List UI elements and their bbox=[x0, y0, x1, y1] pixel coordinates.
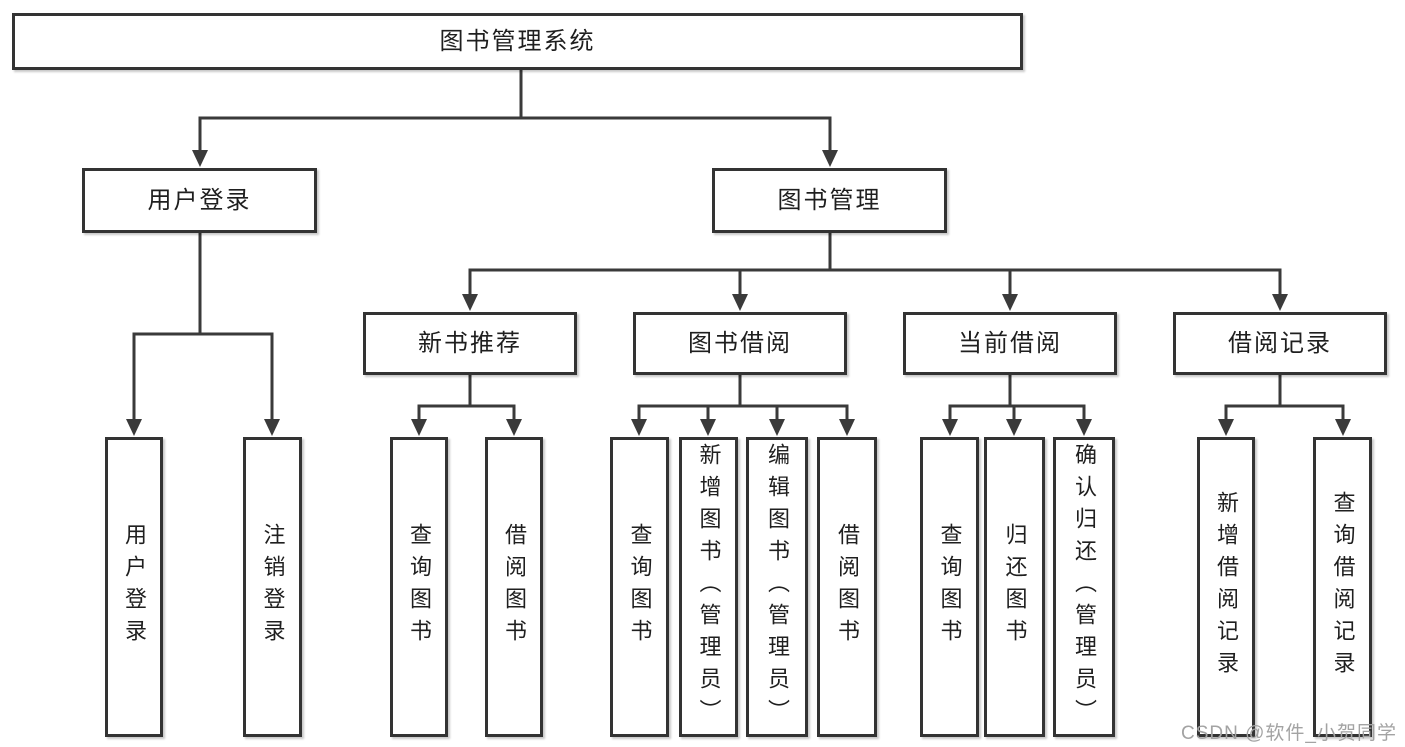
connector-path-5 bbox=[948, 371, 1086, 425]
arrowhead-icon bbox=[1335, 419, 1351, 436]
connector-group-5 bbox=[942, 371, 1092, 436]
node-borrow-edit-book: 编辑图书（管理员） bbox=[746, 437, 808, 737]
arrowhead-icon bbox=[1076, 419, 1092, 436]
node-borrow-add-book: 新增图书（管理员） bbox=[679, 437, 738, 737]
arrowhead-icon bbox=[1272, 294, 1288, 311]
node-label-root: 图书管理系统 bbox=[439, 27, 596, 55]
arrowhead-icon bbox=[732, 294, 748, 311]
node-label-current-borrowing: 当前借阅 bbox=[958, 329, 1062, 357]
node-label-borrow-add-book: 新增图书（管理员） bbox=[696, 443, 722, 731]
node-label-current-query-book: 查询图书 bbox=[937, 523, 963, 651]
node-label-borrow-query-book: 查询图书 bbox=[627, 523, 653, 651]
connector-group-3 bbox=[411, 371, 522, 436]
node-label-new-book-recommend: 新书推荐 bbox=[418, 329, 522, 357]
connector-path-6 bbox=[1224, 371, 1345, 425]
node-records-query-record: 查询借阅记录 bbox=[1313, 437, 1372, 737]
connector-group-1 bbox=[126, 229, 280, 436]
node-new-book-recommend: 新书推荐 bbox=[363, 312, 577, 375]
node-label-recommend-borrow-book: 借阅图书 bbox=[502, 523, 527, 651]
node-label-records-add-record: 新增借阅记录 bbox=[1214, 491, 1239, 683]
node-current-return-book: 归还图书 bbox=[984, 437, 1045, 737]
node-label-logout: 注销登录 bbox=[260, 523, 286, 651]
watermark-text: CSDN @软件_小贺同学 bbox=[1181, 723, 1397, 744]
node-current-borrowing: 当前借阅 bbox=[903, 312, 1117, 375]
node-label-borrowing-records: 借阅记录 bbox=[1228, 329, 1332, 357]
node-label-user-login: 用户登录 bbox=[122, 523, 147, 651]
node-current-query-book: 查询图书 bbox=[920, 437, 979, 737]
node-label-borrow-borrow-book: 借阅图书 bbox=[835, 523, 860, 651]
node-label-user-login-branch: 用户登录 bbox=[147, 186, 252, 214]
arrowhead-icon bbox=[462, 294, 478, 311]
node-recommend-borrow-book: 借阅图书 bbox=[485, 437, 543, 737]
node-label-book-borrowing: 图书借阅 bbox=[688, 329, 792, 357]
connector-path-1 bbox=[132, 229, 274, 425]
node-book-management: 图书管理 bbox=[712, 168, 947, 233]
arrowhead-icon bbox=[411, 419, 427, 436]
arrowhead-icon bbox=[192, 150, 208, 167]
node-label-recommend-query-book: 查询图书 bbox=[407, 523, 432, 651]
connector-group-6 bbox=[1218, 371, 1351, 436]
node-logout: 注销登录 bbox=[243, 437, 302, 737]
arrowhead-icon bbox=[700, 419, 716, 436]
arrowhead-icon bbox=[126, 419, 142, 436]
connector-path-4 bbox=[637, 371, 849, 425]
node-user-login: 用户登录 bbox=[105, 437, 163, 737]
node-label-book-management: 图书管理 bbox=[777, 186, 882, 214]
connector-path-0 bbox=[198, 66, 832, 156]
node-borrowing-records: 借阅记录 bbox=[1173, 312, 1387, 375]
arrowhead-icon bbox=[506, 419, 522, 436]
node-borrow-query-book: 查询图书 bbox=[610, 437, 669, 737]
connector-group-2 bbox=[462, 229, 1288, 311]
connector-path-2 bbox=[468, 229, 1282, 300]
node-borrow-borrow-book: 借阅图书 bbox=[817, 437, 877, 737]
node-user-login-branch: 用户登录 bbox=[82, 168, 317, 233]
arrowhead-icon bbox=[839, 419, 855, 436]
node-current-confirm-return: 确认归还（管理员） bbox=[1053, 437, 1115, 737]
node-label-current-return-book: 归还图书 bbox=[1002, 523, 1028, 651]
arrowhead-icon bbox=[1218, 419, 1234, 436]
arrowhead-icon bbox=[942, 419, 958, 436]
connector-group-4 bbox=[631, 371, 855, 436]
arrowhead-icon bbox=[1006, 419, 1022, 436]
node-records-add-record: 新增借阅记录 bbox=[1197, 437, 1255, 737]
node-book-borrowing: 图书借阅 bbox=[633, 312, 847, 375]
arrowhead-icon bbox=[822, 150, 838, 167]
connector-group-0 bbox=[192, 66, 838, 167]
arrowhead-icon bbox=[1002, 294, 1018, 311]
node-label-current-confirm-return: 确认归还（管理员） bbox=[1072, 443, 1097, 731]
arrowhead-icon bbox=[769, 419, 785, 436]
node-recommend-query-book: 查询图书 bbox=[390, 437, 448, 737]
node-label-borrow-edit-book: 编辑图书（管理员） bbox=[765, 443, 790, 731]
node-label-records-query-record: 查询借阅记录 bbox=[1330, 491, 1356, 683]
connector-path-3 bbox=[417, 371, 516, 425]
arrowhead-icon bbox=[631, 419, 647, 436]
arrowhead-icon bbox=[264, 419, 280, 436]
node-root: 图书管理系统 bbox=[12, 13, 1023, 70]
